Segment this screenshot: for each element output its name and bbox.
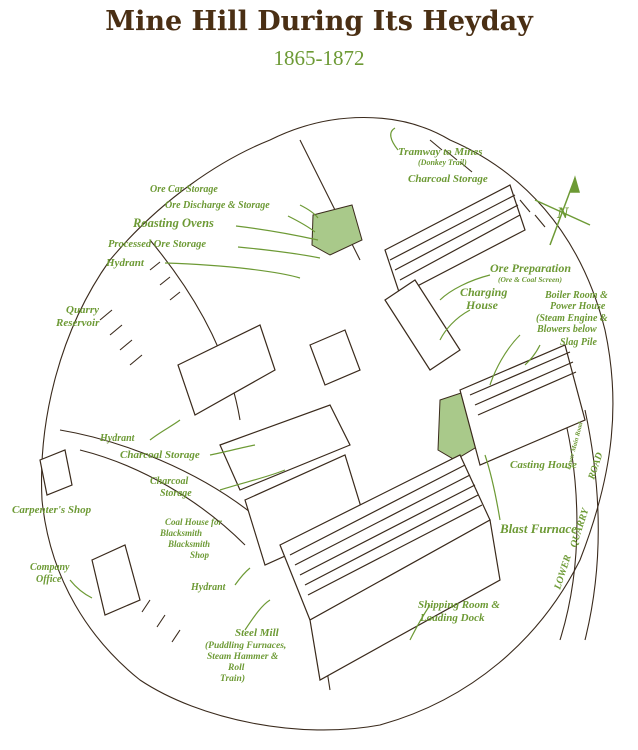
ore-preparation-building <box>384 279 461 371</box>
label-company-office-1: Company <box>30 562 70 573</box>
label-charcoal-low-2: Storage <box>160 488 192 499</box>
compass-letter: N <box>556 205 570 222</box>
map-subtitle: 1865-1872 <box>273 46 365 70</box>
label-slag-pile: Slag Pile <box>560 337 598 348</box>
label-boiler-1: Boiler Room & <box>544 290 608 301</box>
leader-lines <box>69 127 541 641</box>
shipping-room-building <box>309 519 501 681</box>
storage-building-left <box>177 324 276 416</box>
label-ore-preparation-sub: (Ore & Coal Screen) <box>498 275 562 284</box>
casting-house-building <box>459 344 586 466</box>
company-office-building <box>91 544 141 616</box>
label-steel-mill-2: (Puddling Furnaces, <box>205 640 286 651</box>
label-quarry-2: Reservoir <box>55 317 100 329</box>
label-coal-house-3: Blacksmith <box>167 539 210 549</box>
house-building <box>309 329 361 386</box>
label-processed-ore: Processed Ore Storage <box>108 239 206 250</box>
label-tramway: Tramway to Mines <box>398 146 483 158</box>
label-company-office-2: Office <box>36 574 62 585</box>
label-ore-car-storage: Ore Car Storage <box>150 184 218 195</box>
label-boiler-4: Blowers below <box>536 324 597 335</box>
label-charcoal-low-1: Charcoal <box>150 476 189 487</box>
label-boiler-2: Power House <box>550 301 606 312</box>
label-charging-2: House <box>465 298 499 312</box>
label-coal-house-4: Shop <box>190 550 210 560</box>
label-roasting-ovens: Roasting Ovens <box>132 216 214 230</box>
map-title: Mine Hill During Its Heyday <box>105 6 533 37</box>
label-shipping-1: Shipping Room & <box>418 599 500 611</box>
label-coal-house-1: Coal House for <box>165 517 223 527</box>
label-tramway-sub: (Donkey Trail) <box>418 158 467 167</box>
charcoal-storage-building-top <box>384 184 526 296</box>
label-casting-house: Casting House <box>510 459 577 471</box>
label-charging-1: Charging <box>460 285 507 299</box>
carpenters-shop-building <box>39 449 73 496</box>
label-steel-mill-4: Roll <box>227 663 245 673</box>
label-ore-preparation: Ore Preparation <box>490 261 571 275</box>
label-hydrant-top: Hydrant <box>105 257 145 269</box>
label-shipping-2: Loading Dock <box>419 612 485 624</box>
label-boiler-3: (Steam Engine & <box>536 313 608 324</box>
label-road-lower: LOWER <box>552 553 574 591</box>
compass-rose <box>534 175 591 246</box>
label-ore-discharge: Ore Discharge & Storage <box>165 200 270 211</box>
roasting-ovens-highlight <box>311 204 363 256</box>
label-steel-mill-3: Steam Hammer & <box>207 652 279 662</box>
label-coal-house-2: Blacksmith <box>159 528 202 538</box>
charcoal-storage-building-mid <box>219 404 351 491</box>
label-hydrant-low: Hydrant <box>190 582 227 593</box>
label-steel-mill-5: Train) <box>220 673 245 684</box>
label-road-road: ROAD <box>586 451 605 482</box>
label-hydrant-mid: Hydrant <box>99 433 136 444</box>
label-carpenters-shop: Carpenter's Shop <box>12 504 92 516</box>
label-blast-furnace: Blast Furnace <box>499 521 577 536</box>
label-charcoal-storage-mid: Charcoal Storage <box>120 449 200 461</box>
label-charcoal-storage-top: Charcoal Storage <box>408 173 488 185</box>
label-steel-mill-1: Steel Mill <box>235 627 280 639</box>
label-quarry-1: Quarry <box>66 304 99 316</box>
